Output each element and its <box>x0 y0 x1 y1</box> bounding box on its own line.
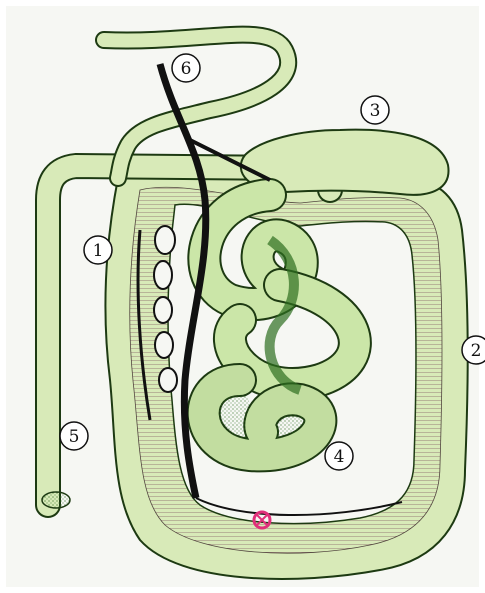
tube-cut-end <box>42 492 70 508</box>
callout-4: 4 <box>325 442 353 470</box>
callout-6: 6 <box>172 54 200 82</box>
callout-5: 5 <box>60 422 88 450</box>
svg-text:5: 5 <box>69 427 80 447</box>
svg-text:4: 4 <box>334 447 345 467</box>
callout-2: 2 <box>462 336 485 364</box>
callout-1: 1 <box>84 236 112 264</box>
callout-3: 3 <box>361 96 389 124</box>
svg-text:1: 1 <box>93 241 104 261</box>
svg-text:6: 6 <box>181 59 192 79</box>
svg-text:3: 3 <box>370 101 381 121</box>
svg-text:2: 2 <box>471 341 482 361</box>
